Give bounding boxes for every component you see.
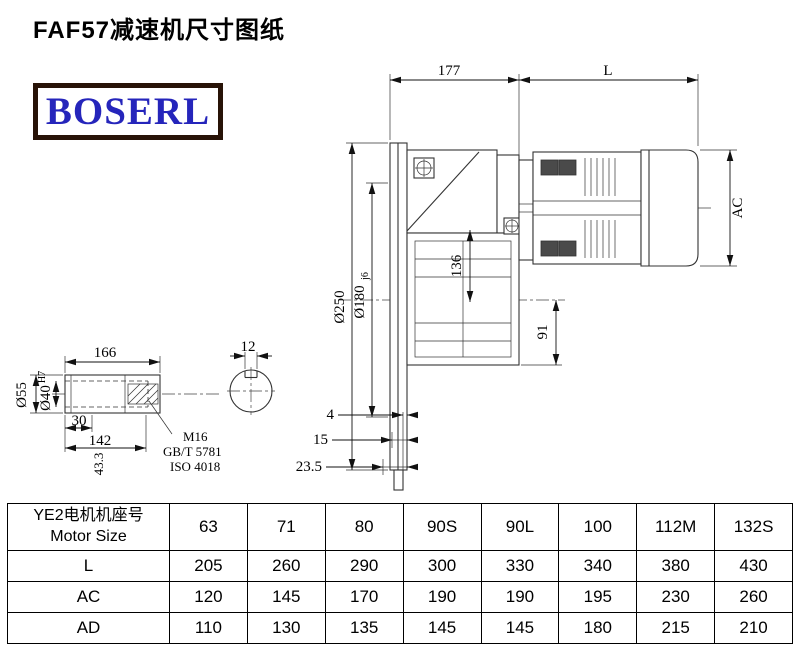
motor-size-header: YE2电机机座号 Motor Size [7, 503, 170, 551]
table-cell: 110 [169, 612, 248, 644]
dim-55-label: Ø55 [14, 382, 30, 408]
table-cell: 120 [169, 581, 248, 613]
logo-text: BOSERL [45, 90, 211, 133]
table-cell: 210 [714, 612, 793, 644]
table-cell: 135 [324, 612, 404, 644]
dim-91-label: 91 [535, 325, 551, 340]
shaft-end-view: 12 [227, 339, 275, 415]
main-view-dimensions: 177 L AC Ø250 Ø180 j6 136 91 [296, 63, 746, 475]
dim-40-label: Ø40 [38, 385, 54, 411]
table-row-AD: AD 110 130 135 145 145 180 215 210 [7, 612, 793, 644]
table-cell: 230 [636, 581, 716, 613]
plug-icon [505, 219, 519, 233]
technical-drawing: 177 L AC Ø250 Ø180 j6 136 91 [14, 63, 746, 491]
table-cell: 130 [246, 612, 326, 644]
thread-iso-label: ISO 4018 [170, 459, 220, 474]
row-label: AC [7, 581, 170, 613]
dim-15-label: 15 [313, 432, 328, 448]
table-cell: 380 [636, 550, 716, 582]
table-cell: 190 [480, 581, 560, 613]
table-cell: 145 [480, 612, 560, 644]
table-cell: 145 [246, 581, 326, 613]
dim-40-fit-label: H7 [37, 371, 48, 383]
table-cell: 300 [402, 550, 482, 582]
table-cell: 260 [714, 581, 793, 613]
table-cell: 330 [480, 550, 560, 582]
motor-size-header-en: Motor Size [50, 528, 127, 545]
dim-L-label: L [603, 63, 612, 79]
table-cell: 430 [714, 550, 793, 582]
table-cell: 205 [169, 550, 248, 582]
dim-23-5-label: 23.5 [296, 459, 322, 475]
column-header: 100 [558, 503, 638, 551]
column-header: 63 [169, 503, 248, 551]
dim-177-label: 177 [438, 63, 461, 79]
table-cell: 180 [558, 612, 638, 644]
column-header: 80 [324, 503, 404, 551]
table-cell: 145 [402, 612, 482, 644]
dim-43-3-label: 43.3 [91, 453, 106, 476]
row-label: L [7, 550, 170, 582]
dim-180-label: Ø180 [352, 285, 368, 318]
row-label: AD [7, 612, 170, 644]
dim-166-label: 166 [94, 345, 117, 361]
table-cell: 215 [636, 612, 716, 644]
thread-label: M16 [183, 429, 208, 444]
column-header: 112M [636, 503, 716, 551]
table-cell: 170 [324, 581, 404, 613]
motor-laminations [584, 158, 616, 258]
dim-30-label: 30 [72, 413, 87, 429]
column-header: 132S [714, 503, 793, 551]
table-row-L: L 205 260 290 300 330 340 380 430 [7, 550, 793, 582]
dim-4-label: 4 [327, 407, 335, 423]
main-view [338, 142, 714, 491]
table-cell: 290 [324, 550, 404, 582]
table-cell: 340 [558, 550, 638, 582]
motor-size-header-cn: YE2电机机座号 [33, 507, 144, 525]
dim-250-label: Ø250 [332, 290, 348, 323]
dim-136-label: 136 [449, 254, 465, 277]
dimension-table: YE2电机机座号 Motor Size 63 71 80 90S 90L 100… [7, 503, 793, 644]
table-row-AC: AC 120 145 170 190 190 195 230 260 [7, 581, 793, 613]
lifting-eye-icon [415, 159, 433, 177]
logo-box: BOSERL [33, 83, 223, 140]
shaft-detail-view: 166 Ø55 Ø40 H7 30 142 43.3 M16 GB/T 5781 [14, 345, 222, 475]
dim-AC-label: AC [730, 198, 746, 219]
column-header: 90L [480, 503, 560, 551]
dim-180-fit-label: j6 [360, 272, 371, 281]
dim-142-label: 142 [89, 433, 112, 449]
key-hatch [127, 383, 159, 405]
dim-12-label: 12 [241, 339, 256, 355]
column-header: 90S [402, 503, 482, 551]
column-header: 71 [246, 503, 326, 551]
table-row-header: YE2电机机座号 Motor Size 63 71 80 90S 90L 100… [7, 503, 793, 551]
table-cell: 190 [402, 581, 482, 613]
table-cell: 195 [558, 581, 638, 613]
page-title: FAF57减速机尺寸图纸 [33, 17, 286, 44]
thread-gb-label: GB/T 5781 [163, 444, 222, 459]
table-cell: 260 [246, 550, 326, 582]
